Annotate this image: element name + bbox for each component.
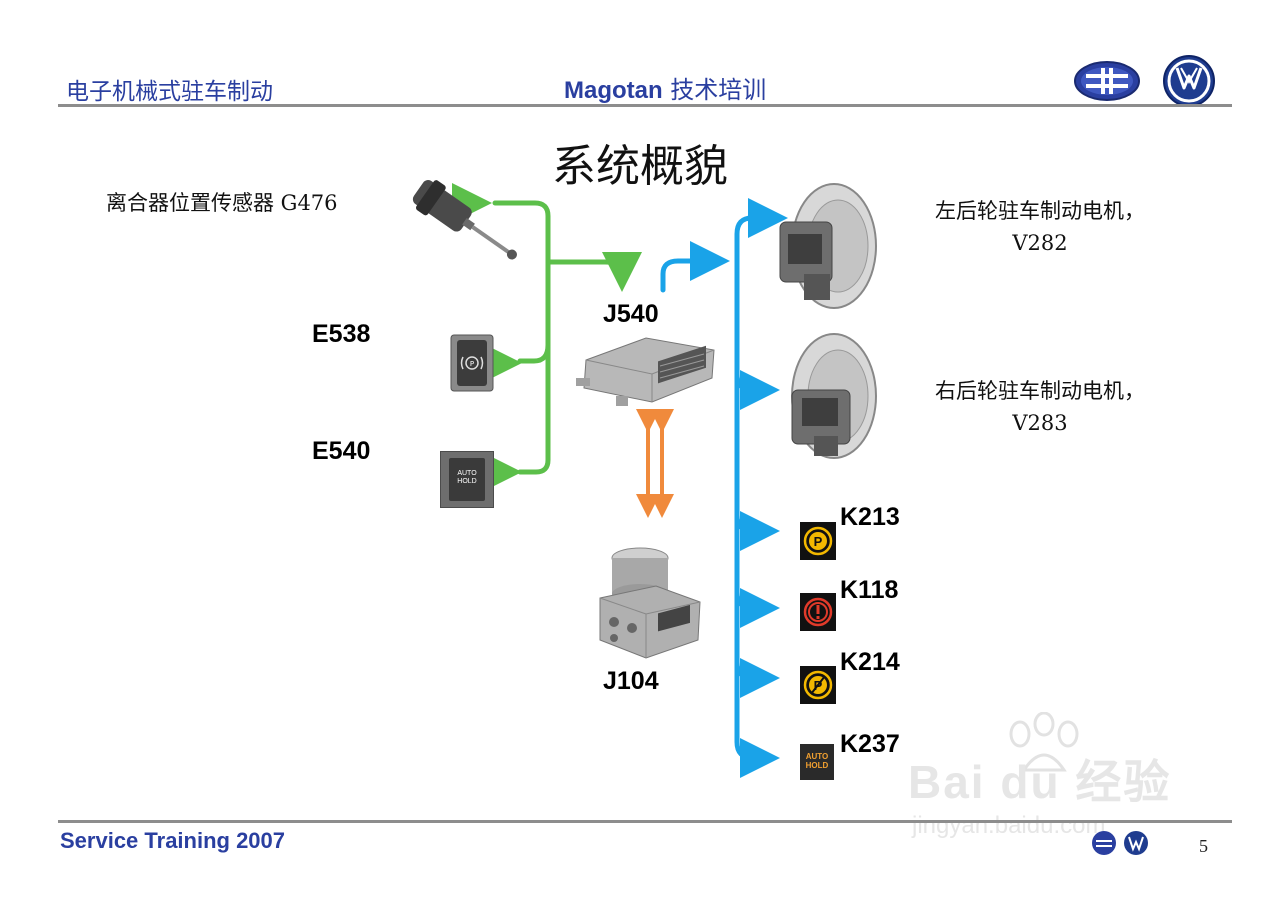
motor-right-label-line2: V283: [1012, 411, 1068, 435]
clutch-sensor-icon: [412, 180, 517, 260]
k214-brake-fault-icon: P: [800, 666, 836, 704]
motor-right-icon: [791, 333, 877, 459]
watermark-url: jingyan.baidu.com: [912, 812, 1106, 839]
j540-control-unit-icon: [576, 337, 715, 406]
e540-switch-text-line1: AUTO: [457, 470, 477, 477]
header-center-title: Magotan 技术培训: [564, 70, 766, 105]
j104-label: J104: [603, 667, 659, 695]
k213-label: K213: [840, 503, 900, 531]
e540-switch-icon: AUTO HOLD: [440, 451, 494, 508]
motor-left-label: 左后轮驻车制动电机， V282: [905, 195, 1175, 259]
vw-logo: [1163, 55, 1215, 107]
k237-icon-line1: AUTO: [805, 752, 829, 761]
k237-auto-hold-icon: AUTO HOLD: [800, 744, 834, 780]
k118-label: K118: [840, 576, 899, 604]
k237-label: K237: [840, 730, 900, 758]
motor-left-label-line2: V282: [1012, 231, 1068, 255]
footer-text: Service Training 2007: [60, 828, 286, 853]
can-link: [636, 409, 674, 518]
faw-logo: [1074, 61, 1140, 101]
header-left-title: 电子机械式驻车制动: [66, 79, 273, 105]
e540-switch-face: AUTO HOLD: [449, 458, 485, 501]
svg-text:P: P: [814, 534, 823, 549]
k118-brake-warning-icon: [800, 593, 836, 631]
k213-parking-brake-icon: P: [800, 522, 836, 560]
page-number: 5: [1199, 836, 1208, 856]
input-arrows: [452, 183, 522, 492]
clutch-sensor-label: 离合器位置传感器 G476: [106, 191, 338, 215]
k237-icon-line2: HOLD: [805, 761, 829, 770]
output-bus: [660, 215, 781, 778]
motor-left-icon: [779, 183, 877, 309]
k214-label: K214: [840, 648, 900, 676]
input-bus: [492, 200, 642, 475]
e540-switch-text-line2: HOLD: [457, 478, 477, 485]
motor-right-label: 右后轮驻车制动电机， V283: [905, 375, 1175, 439]
header-divider: [58, 104, 1232, 107]
baidu-paw-watermark-icon: [1009, 712, 1079, 772]
e540-switch-text: AUTO HOLD: [449, 470, 485, 486]
e538-label: E538: [312, 320, 371, 348]
header-subtitle: 技术培训: [662, 76, 767, 104]
j104-abs-unit-icon: [599, 547, 701, 659]
motor-right-label-line1: 右后轮驻车制动电机，: [935, 379, 1145, 403]
header-brand: Magotan: [564, 77, 663, 104]
watermark-brand: Bai du 经验: [908, 756, 1172, 808]
e540-label: E540: [312, 437, 371, 465]
j540-label: J540: [603, 300, 659, 328]
footer-divider: [58, 820, 1232, 823]
motor-left-label-line1: 左后轮驻车制动电机，: [935, 199, 1145, 223]
e538-switch-icon: P: [450, 334, 494, 392]
svg-text:P: P: [470, 360, 474, 368]
page-title: 系统概貌: [552, 141, 728, 192]
footer-faw-mini-logo: [1092, 831, 1148, 855]
